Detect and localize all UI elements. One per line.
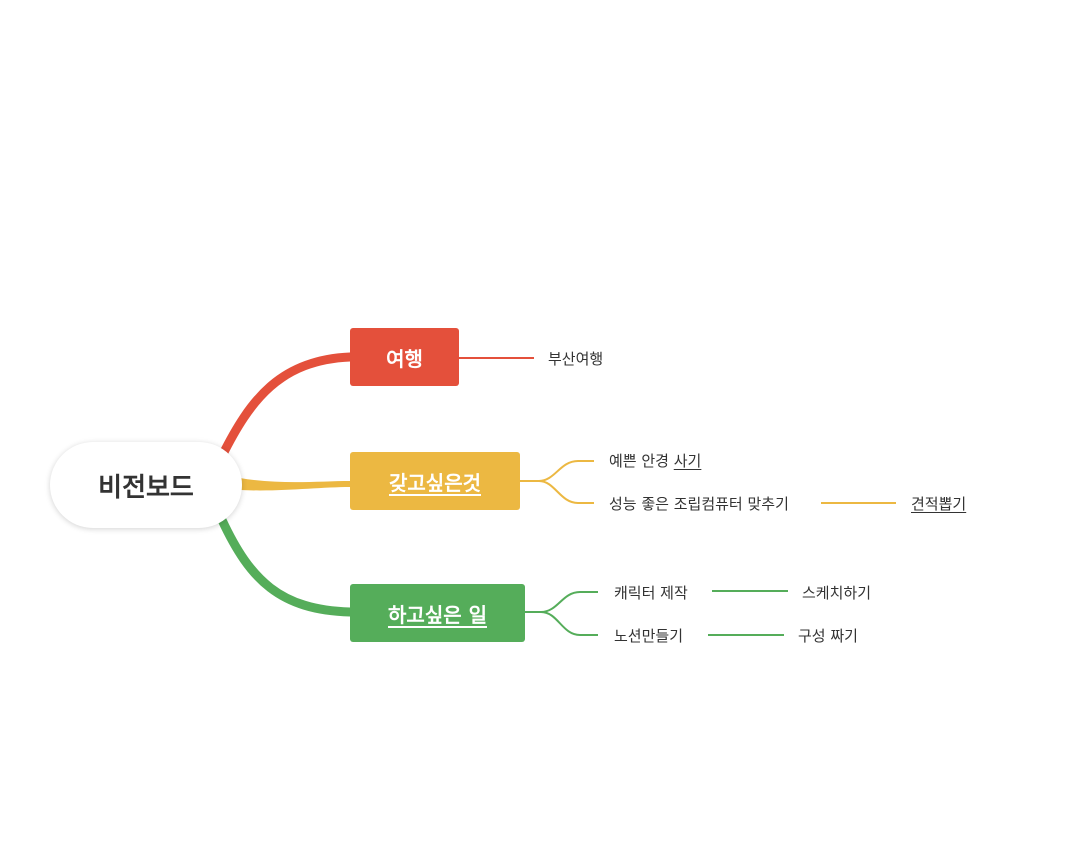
connector-todo-notion [540,611,598,636]
leaf-notion[interactable]: 노션만들기 [614,626,683,646]
leaf-glasses-link[interactable]: 사기 [673,452,702,470]
branch-travel-label: 여행 [386,346,423,371]
branch-todo-label: 하고싶은 일 [388,602,487,627]
leaf-structure-label: 구성 짜기 [798,627,858,645]
branch-travel[interactable]: 여행 [350,328,459,386]
root-label: 비전보드 [98,472,194,503]
leaf-structure[interactable]: 구성 짜기 [798,626,858,646]
leaf-sketch[interactable]: 스케치하기 [802,583,871,603]
leaf-notion-label: 노션만들기 [614,627,684,645]
leaf-glasses[interactable]: 예쁜 안경 사기 [609,451,701,471]
connector-root-travel [217,352,355,461]
leaf-busan-trip[interactable]: 부산여행 [548,349,603,369]
leaf-estimate[interactable]: 견적뽑기 [911,494,966,514]
leaf-estimate-label: 견적뽑기 [911,495,967,513]
connector-root-want [240,478,350,491]
connector-todo-character [524,591,598,613]
branch-want[interactable]: 갖고싶은것 [350,452,520,510]
leaf-custom-pc[interactable]: 성능 좋은 조립컴퓨터 맞추기 [609,494,789,514]
branch-todo[interactable]: 하고싶은 일 [350,584,525,642]
connector-want-glasses [519,460,594,482]
connector-root-todo [217,515,355,617]
leaf-character-label: 캐릭터 제작 [614,584,688,602]
leaf-custom-pc-label: 성능 좋은 조립컴퓨터 맞추기 [609,495,789,513]
branch-want-label: 갖고싶은것 [389,470,481,495]
leaf-glasses-label: 예쁜 안경 [609,452,674,470]
root-node[interactable]: 비전보드 [50,442,242,528]
leaf-sketch-label: 스케치하기 [802,584,872,602]
leaf-busan-trip-label: 부산여행 [548,350,604,368]
connector-want-computer [538,480,594,504]
leaf-character[interactable]: 캐릭터 제작 [614,583,688,603]
